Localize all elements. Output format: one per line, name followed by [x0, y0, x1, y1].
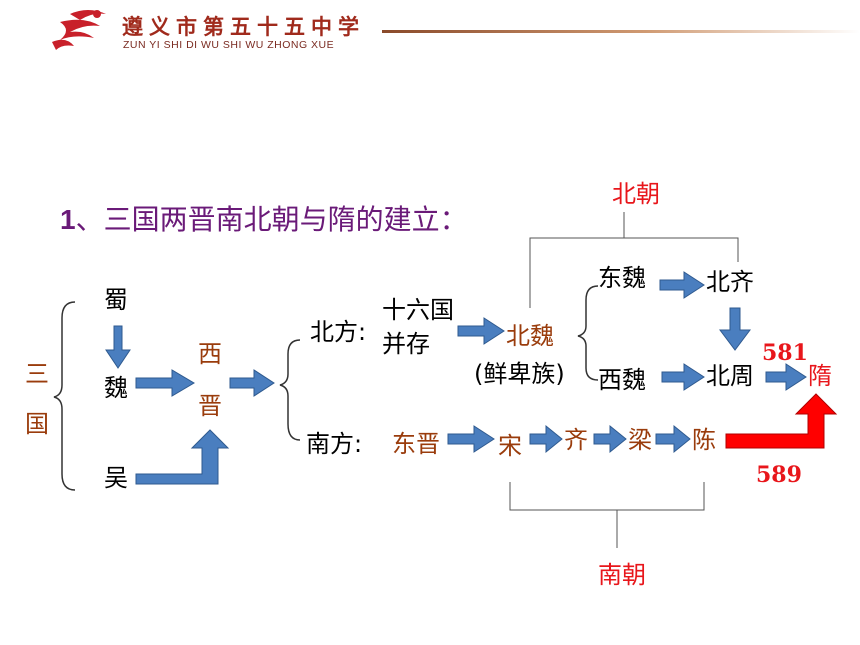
- northern-zhou-label: 北周: [706, 362, 754, 390]
- stylized-runner-logo-icon: [52, 10, 106, 50]
- year-589: 589: [756, 462, 802, 488]
- north-south-brace: [279, 339, 301, 441]
- northern-dynasties-bracket: [529, 237, 739, 308]
- northern-wei-label: 北魏: [506, 322, 554, 350]
- liang-label: 梁: [628, 426, 652, 454]
- northern-qi-to-northern-zhou-arrow: [719, 307, 751, 351]
- eastern-jin-label: 东晋: [392, 430, 440, 458]
- western-wei-to-northern-zhou-arrow: [661, 363, 705, 391]
- three-kingdoms-brace: [53, 301, 76, 491]
- slide-title: 1、三国两晋南北朝与隋的建立：: [60, 206, 468, 234]
- qi-label: 齐: [564, 426, 588, 454]
- title-number: 1: [60, 204, 76, 235]
- sui-label: 隋: [808, 362, 832, 390]
- wu-label: 吴: [104, 464, 128, 492]
- header-rule: [382, 30, 860, 33]
- eastern-wei-to-northern-qi-arrow: [659, 271, 705, 299]
- sixteen-kingdoms-line2: 并存: [382, 330, 430, 358]
- title-text: 、三国两晋南北朝与隋的建立：: [75, 203, 468, 236]
- eastern-wei-label: 东魏: [598, 264, 646, 292]
- chen-to-sui-red-arrow: [725, 393, 838, 449]
- north-label: 北方:: [310, 318, 367, 346]
- song-to-qi-arrow: [529, 424, 563, 454]
- year-581: 581: [762, 340, 808, 366]
- song-label: 宋: [498, 432, 522, 460]
- sixteen-kingdoms-line1: 十六国: [382, 296, 454, 324]
- jin-to-split-arrow: [229, 369, 275, 397]
- wu-to-jin-arrow: [135, 429, 230, 485]
- qi-to-liang-arrow: [593, 424, 627, 454]
- northern-zhou-to-sui-arrow: [765, 363, 807, 391]
- xianbei-label: (鲜卑族): [474, 360, 565, 388]
- chen-label: 陈: [692, 426, 716, 454]
- wei-to-jin-arrow: [135, 369, 195, 397]
- eastern-jin-to-song-arrow: [447, 425, 495, 453]
- southern-dynasties-bracket: [509, 482, 705, 511]
- western-jin-label-2: 晋: [198, 392, 222, 420]
- three-kingdoms-label-1: 三: [25, 360, 49, 388]
- liang-to-chen-arrow: [655, 424, 691, 454]
- shu-label: 蜀: [104, 286, 128, 314]
- northern-qi-label: 北齐: [706, 268, 754, 296]
- sixteen-to-northern-wei-arrow: [457, 317, 505, 345]
- south-label: 南方:: [306, 430, 363, 458]
- southern-dynasties-label: 南朝: [598, 561, 646, 589]
- western-wei-label: 西魏: [598, 366, 646, 394]
- school-name-en: ZUN YI SHI DI WU SHI WU ZHONG XUE: [123, 39, 335, 51]
- northern-dynasties-label: 北朝: [612, 180, 660, 208]
- wei-label: 魏: [104, 374, 128, 402]
- northern-wei-split-brace: [577, 285, 599, 381]
- school-name-cn: 遵义市第五十五中学: [122, 14, 365, 39]
- western-jin-label-1: 西: [198, 340, 222, 368]
- three-kingdoms-label-2: 国: [25, 410, 49, 438]
- shu-to-wei-arrow: [105, 325, 131, 369]
